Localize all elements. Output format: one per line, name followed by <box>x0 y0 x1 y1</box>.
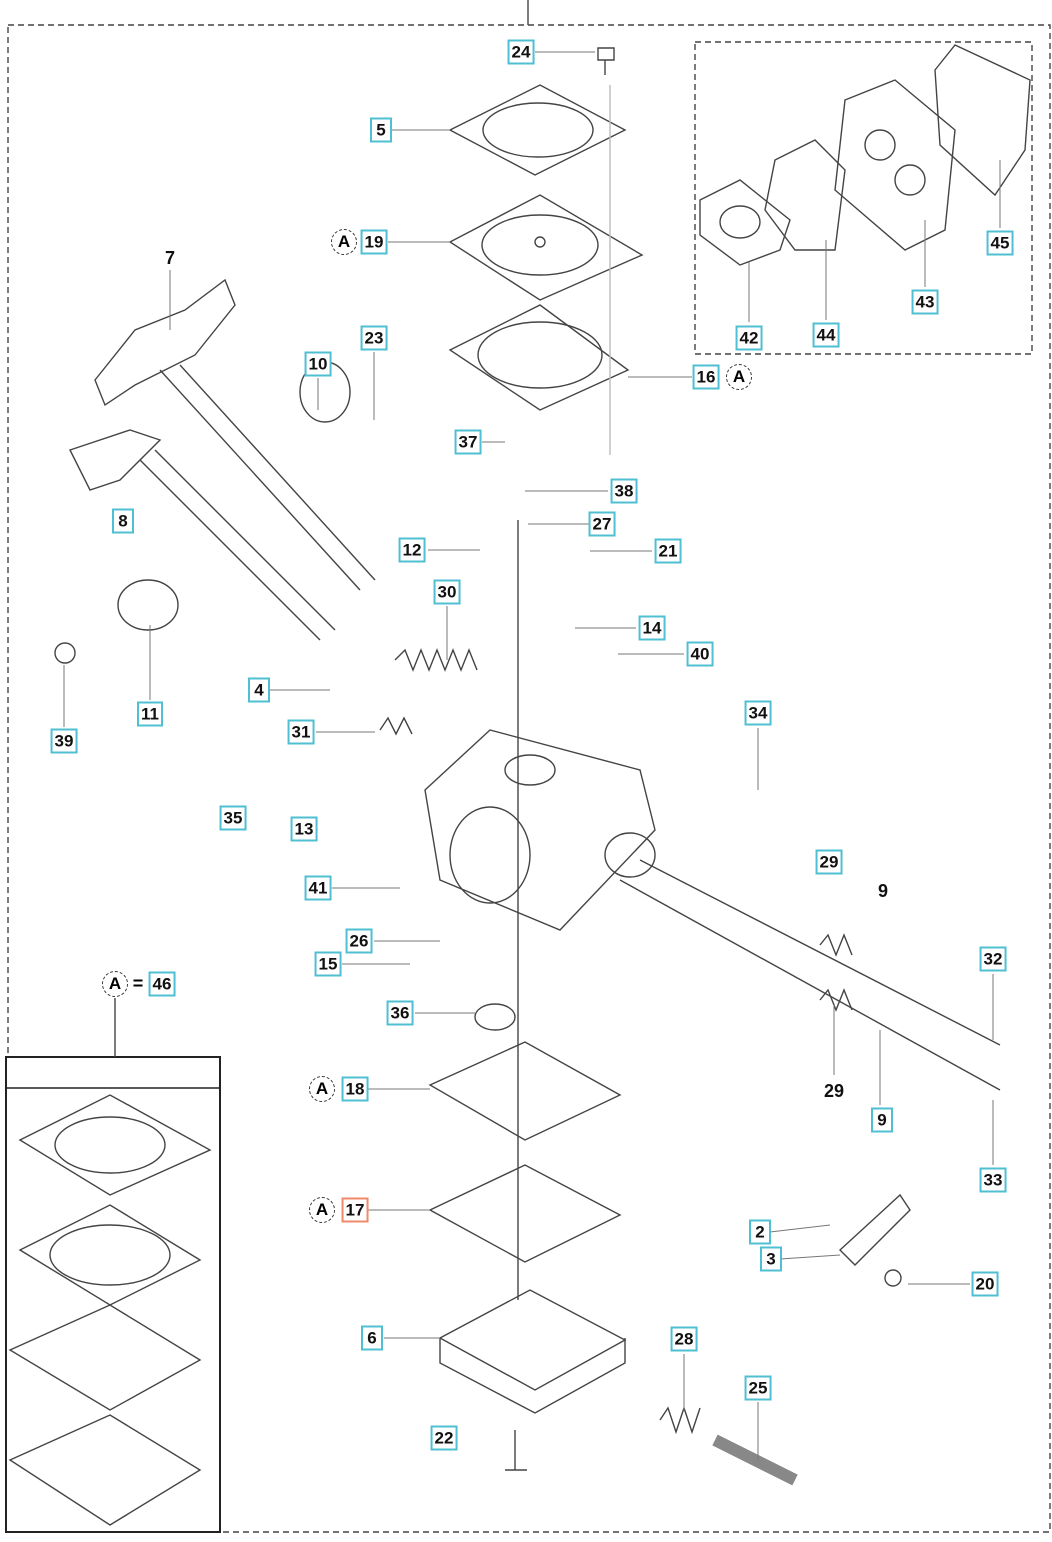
part-label-17-highlighted[interactable]: 17 <box>341 1197 369 1223</box>
part-label-5[interactable]: 5 <box>370 117 392 143</box>
pump-cover-6 <box>438 1289 627 1414</box>
part-label-35[interactable]: 35 <box>219 805 247 831</box>
part-label-34[interactable]: 34 <box>744 700 772 726</box>
part-label-41[interactable]: 41 <box>304 875 332 901</box>
ref-marker-a: A <box>726 364 752 390</box>
choke-plate-11 <box>117 579 179 631</box>
part-label-25[interactable]: 25 <box>744 1375 772 1401</box>
part-label-11[interactable]: 11 <box>137 701 163 727</box>
part-label-31[interactable]: 31 <box>287 719 315 745</box>
kit-46-parts <box>8 1094 212 1526</box>
part-label-42[interactable]: 42 <box>735 325 763 351</box>
filter-36 <box>474 1003 516 1031</box>
ref-marker-a: A <box>309 1076 335 1102</box>
part-label-24[interactable]: 24 <box>507 39 535 65</box>
part-label-14[interactable]: 14 <box>638 615 666 641</box>
kit-inset-frame <box>5 1056 221 1533</box>
lever-3 <box>838 1193 911 1266</box>
ref-marker-a: A <box>331 229 357 255</box>
part-label-38[interactable]: 38 <box>610 478 638 504</box>
diaphragm-cover-5 <box>448 84 627 176</box>
part-label-22[interactable]: 22 <box>430 1425 458 1451</box>
equals-sign: = <box>132 973 144 994</box>
part-label-15[interactable]: 15 <box>314 951 342 977</box>
spring-31 <box>379 716 413 736</box>
ref-marker-a: A <box>309 1197 335 1223</box>
intake-group-frame <box>694 41 1033 355</box>
adjust-screw-25 <box>712 1434 798 1486</box>
part-label-37[interactable]: 37 <box>454 429 482 455</box>
diaphragm-19 <box>448 194 644 301</box>
part-label-4[interactable]: 4 <box>248 677 270 703</box>
part-label-12[interactable]: 12 <box>398 537 426 563</box>
screw-24 <box>597 47 615 75</box>
screw-39 <box>54 642 76 664</box>
spring-28 <box>659 1405 701 1435</box>
part-label-39[interactable]: 39 <box>50 728 78 754</box>
part-label-26[interactable]: 26 <box>345 928 373 954</box>
part-label-8[interactable]: 8 <box>112 508 134 534</box>
part-label-40[interactable]: 40 <box>686 641 714 667</box>
choke-throttle-shafts <box>54 278 376 664</box>
part-label-32[interactable]: 32 <box>979 946 1007 972</box>
part-label-18[interactable]: 18 <box>341 1076 369 1102</box>
gasket-16 <box>448 304 630 411</box>
part-label-9: 9 <box>877 881 889 901</box>
gasket-18 <box>428 1041 622 1141</box>
part-label-43[interactable]: 43 <box>911 289 939 315</box>
part-label-10[interactable]: 10 <box>304 351 332 377</box>
part-label-27[interactable]: 27 <box>588 511 616 537</box>
part-label-2[interactable]: 2 <box>749 1219 771 1245</box>
part-label-46[interactable]: 46 <box>148 971 176 997</box>
part-label-44[interactable]: 44 <box>812 322 840 348</box>
part-label-3[interactable]: 3 <box>760 1246 782 1272</box>
ref-marker-a: A <box>102 971 128 997</box>
part-label-29[interactable]: 29 <box>815 849 843 875</box>
part-label-28[interactable]: 28 <box>670 1326 698 1352</box>
part-label-7: 7 <box>164 248 176 268</box>
spring-30 <box>394 648 478 672</box>
part-label-45[interactable]: 45 <box>986 230 1014 256</box>
diaphragm-17 <box>428 1164 622 1263</box>
part-label-36[interactable]: 36 <box>386 1000 414 1026</box>
part-label-16[interactable]: 16 <box>692 364 720 390</box>
part-label-33[interactable]: 33 <box>979 1167 1007 1193</box>
intake-parts <box>699 44 1031 266</box>
part-label-21[interactable]: 21 <box>654 538 682 564</box>
part-label-6[interactable]: 6 <box>361 1325 383 1351</box>
part-label-19[interactable]: 19 <box>360 229 388 255</box>
part-label-9-box[interactable]: 9 <box>871 1107 893 1133</box>
carburetor-body-13 <box>424 729 656 931</box>
part-label-13[interactable]: 13 <box>290 816 318 842</box>
screw-20 <box>884 1269 902 1287</box>
part-label-20[interactable]: 20 <box>971 1271 999 1297</box>
outer-dashed-frame <box>7 24 1051 1533</box>
part-label-30[interactable]: 30 <box>433 579 461 605</box>
screw-22 <box>505 1430 527 1471</box>
part-label-29-plain: 29 <box>823 1081 845 1101</box>
part-label-23[interactable]: 23 <box>360 325 388 351</box>
